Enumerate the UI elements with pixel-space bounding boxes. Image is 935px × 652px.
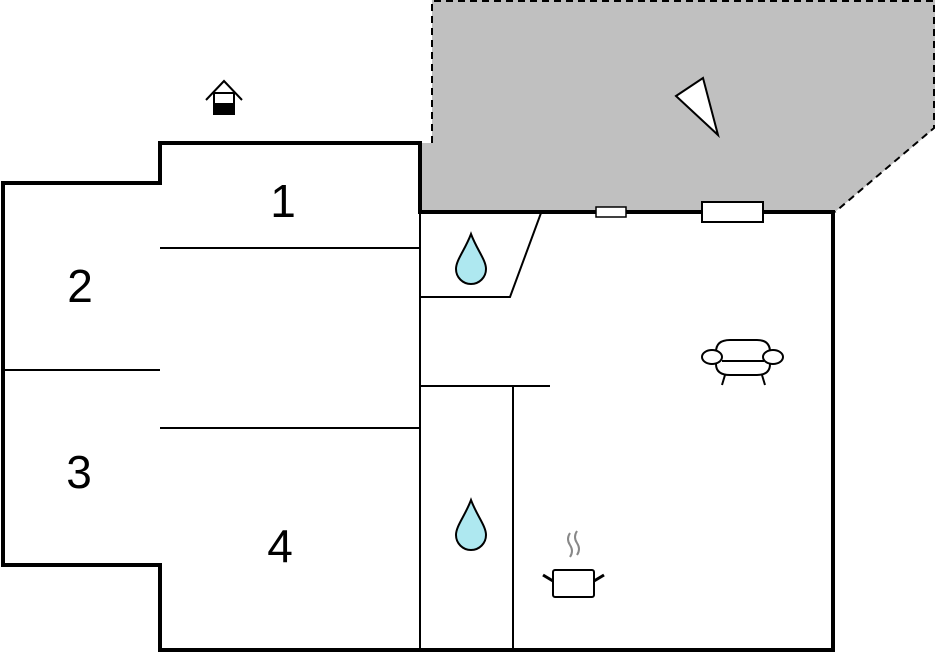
room-label-3: 3	[66, 446, 92, 498]
window	[701, 201, 764, 223]
terrace-area	[420, 0, 935, 212]
room-label-4: 4	[267, 520, 293, 572]
room-label-1: 1	[270, 175, 296, 227]
window	[595, 206, 627, 218]
water-drop-icon	[454, 231, 488, 285]
cooking-pot-icon	[542, 530, 605, 598]
outer-walls	[1, 141, 835, 652]
armchair-icon	[701, 339, 784, 386]
entrance-icon	[205, 79, 243, 115]
north-arrow-icon	[674, 76, 720, 139]
room-label-2: 2	[67, 260, 93, 312]
water-drop-icon	[454, 497, 488, 551]
interior-walls	[3, 212, 550, 650]
